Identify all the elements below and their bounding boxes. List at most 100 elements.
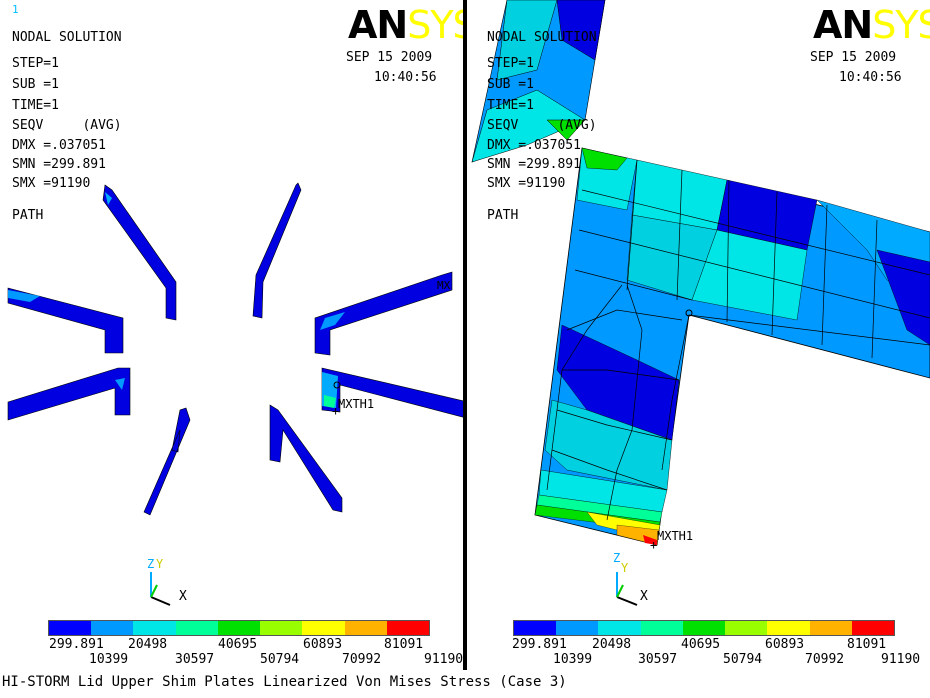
triad-x-axis — [150, 596, 171, 606]
mesh-element — [546, 119, 586, 141]
header-line: SUB =1 — [12, 77, 59, 92]
legend-band — [260, 621, 303, 635]
mesh-element — [496, 0, 558, 81]
legend-tick: 40695 — [218, 637, 258, 652]
mesh-element — [556, 0, 606, 61]
header-line: NODAL SOLUTION — [12, 30, 122, 45]
legend-band — [514, 621, 557, 635]
legend-tick: 10399 — [553, 652, 593, 667]
time-label: 10:40:56 — [839, 70, 902, 85]
legend-band — [598, 621, 641, 635]
node-label: MXTH1 — [657, 529, 693, 543]
header-line: SMX =91190 — [12, 176, 91, 191]
shim-plate-hotspot — [8, 290, 40, 302]
cross-marker: + — [650, 538, 657, 552]
legend-tick: 20498 — [128, 637, 168, 652]
header-line: TIME=1 — [487, 98, 534, 113]
header-line: SEQV (AVG) — [487, 118, 597, 133]
right-model-view: + MXTH1 Z Y X — [471, 0, 930, 606]
viewport-divider — [463, 0, 467, 670]
shim-plate-hotspot — [115, 378, 125, 390]
triad-y-label: Y — [156, 557, 164, 571]
legend-tick: 20498 — [592, 637, 632, 652]
shim-plate — [269, 404, 343, 513]
mesh-lines — [546, 159, 930, 521]
shim-plate-hotspot — [105, 192, 112, 205]
mx-label: MX — [437, 279, 451, 292]
plot-caption: HI-STORM Lid Upper Shim Plates Linearize… — [2, 674, 567, 690]
date-label: SEP 15 2009 — [810, 50, 897, 65]
ansys-logo: ANSYS — [813, 3, 930, 47]
triad-x-label: X — [179, 589, 187, 604]
header-line: TIME=1 — [12, 98, 59, 113]
node-marker — [333, 381, 341, 389]
legend-tick: 30597 — [638, 652, 678, 667]
legend-tick: 70992 — [805, 652, 845, 667]
legend-tick: 299.891 — [512, 637, 567, 652]
legend-band — [556, 621, 599, 635]
legend-tick: 10399 — [89, 652, 129, 667]
legend-tick: 70992 — [342, 652, 382, 667]
legend-tick: 50794 — [260, 652, 300, 667]
window-number: 1 — [12, 3, 19, 16]
header-line: STEP=1 — [487, 56, 534, 71]
shim-plate-hotspot — [324, 395, 336, 408]
legend-band — [91, 621, 134, 635]
shim-plate — [7, 287, 124, 354]
date-label: SEP 15 2009 — [346, 50, 433, 65]
shim-plate-hotspot — [320, 312, 345, 330]
legend-tick: 91190 — [424, 652, 463, 667]
header-line: SMN =299.891 — [487, 157, 581, 172]
legend-tick: 299.891 — [49, 637, 104, 652]
shim-plate — [143, 407, 191, 516]
mesh-element — [581, 147, 628, 171]
node-label: MXTH1 — [338, 397, 374, 411]
node-marker — [685, 309, 693, 317]
shim-plate — [7, 367, 131, 421]
legend-band — [175, 621, 218, 635]
contour-legend — [48, 620, 430, 636]
mesh-element-max — [643, 535, 657, 545]
legend-tick: 60893 — [765, 637, 805, 652]
left-model-view: + MXTH1 MX Z Y X — [7, 182, 463, 606]
contour-legend — [513, 620, 895, 636]
triad-y-axis — [150, 584, 158, 598]
header-line: NODAL SOLUTION — [487, 30, 597, 45]
legend-band — [386, 621, 429, 635]
cross-marker: + — [332, 404, 339, 418]
mesh-element — [471, 89, 586, 163]
legend-tick: 50794 — [723, 652, 763, 667]
mesh-element — [876, 249, 930, 346]
triad-x-axis — [616, 596, 638, 606]
legend-band — [640, 621, 683, 635]
legend-band — [809, 621, 852, 635]
mesh-element — [691, 229, 808, 321]
header-line: DMX =.037051 — [12, 138, 106, 153]
shim-plate — [314, 271, 453, 356]
legend-tick: 81091 — [384, 637, 424, 652]
left-viewport: 1 NODAL SOLUTION STEP=1 SUB =1 TIME=1 SE… — [0, 0, 463, 670]
legend-band — [302, 621, 345, 635]
header-line: SMN =299.891 — [12, 157, 106, 172]
header-line: SMX =91190 — [487, 176, 566, 191]
triad-y-axis — [616, 584, 624, 598]
ansys-logo: ANSYS — [348, 3, 463, 47]
legend-tick: 91190 — [881, 652, 921, 667]
legend-tick: 81091 — [847, 637, 887, 652]
header-line: DMX =.037051 — [487, 138, 581, 153]
legend-band — [851, 621, 894, 635]
legend-tick: 30597 — [175, 652, 215, 667]
legend-band — [725, 621, 768, 635]
header-line: STEP=1 — [12, 56, 59, 71]
legend-band — [682, 621, 726, 635]
legend-band — [767, 621, 810, 635]
legend-band — [344, 621, 387, 635]
triad-y-label: Y — [621, 561, 629, 575]
shim-plate — [252, 182, 302, 319]
triad-x-label: X — [640, 589, 648, 604]
legend-tick: 40695 — [681, 637, 721, 652]
legend-band — [49, 621, 92, 635]
right-viewport: + MXTH1 Z Y X NODAL SOLUTION STEP=1 SUB … — [467, 0, 930, 670]
path-label: PATH — [487, 208, 519, 223]
legend-band — [217, 621, 261, 635]
